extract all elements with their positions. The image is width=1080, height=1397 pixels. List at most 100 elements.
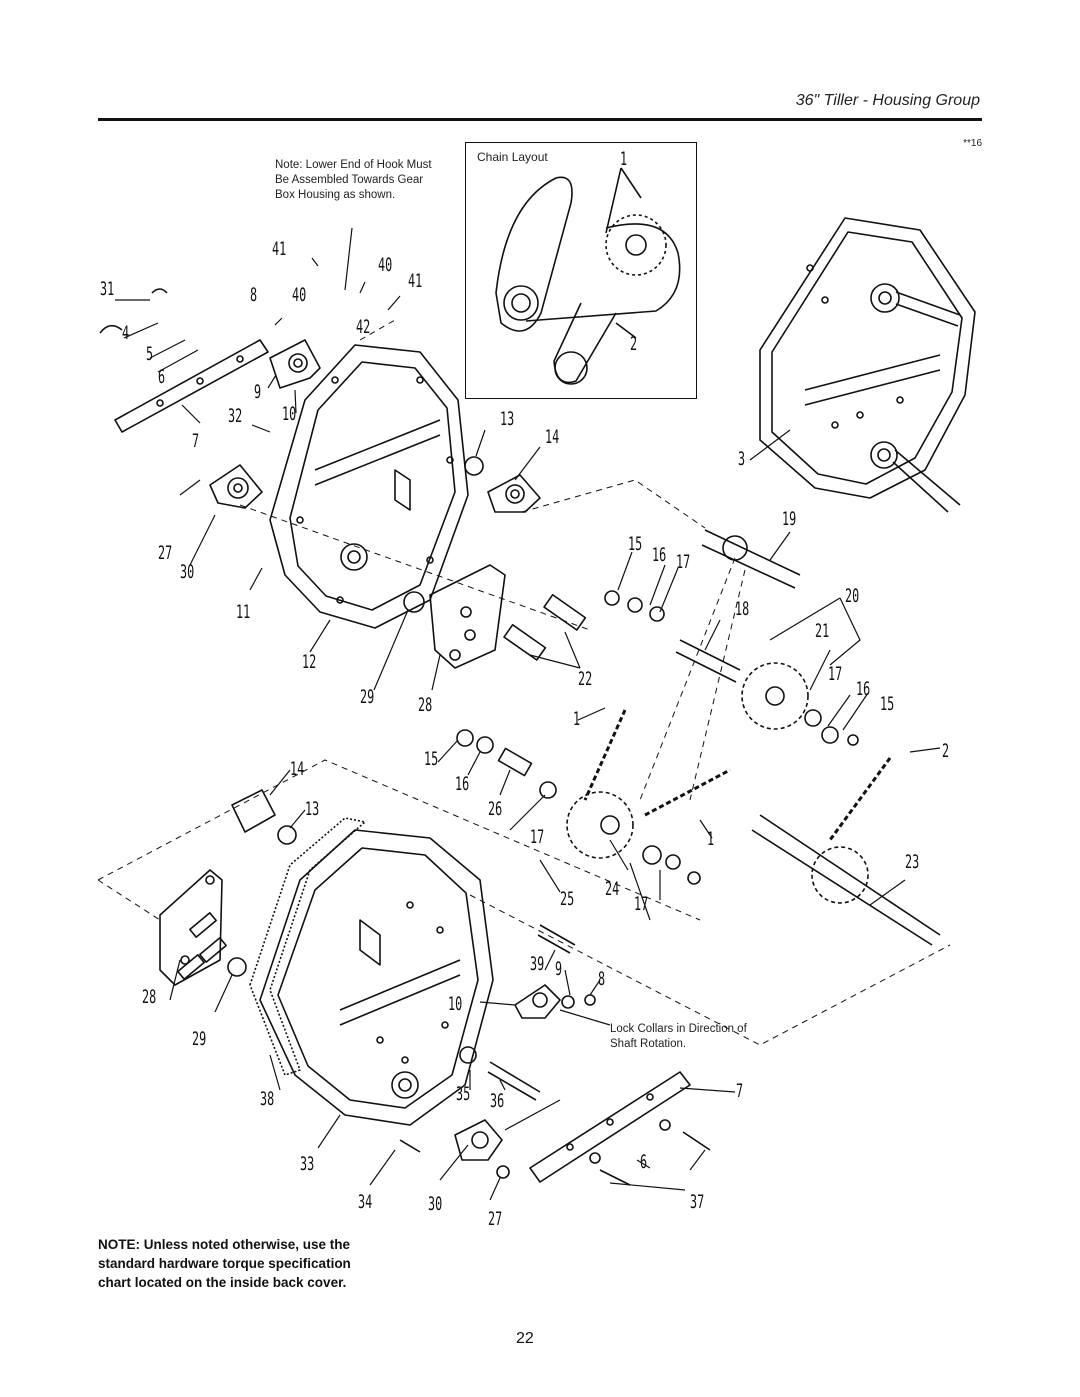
large-sprocket (741, 662, 809, 730)
upper-housing-frame (269, 344, 469, 629)
lock-collars-note: Lock Collars in Direction of Shaft Rotat… (610, 1023, 747, 1050)
callout-25: 25 (560, 888, 575, 910)
callout-23: 23 (905, 851, 920, 873)
callout-chain-box-1: 1 (620, 148, 628, 170)
bearing-flange-upper (269, 339, 321, 389)
callout-19: 19 (782, 508, 797, 530)
callout-28b: 28 (142, 986, 157, 1008)
callout-2a: 2 (942, 740, 950, 762)
leader-lines (115, 227, 941, 1201)
callout-7b: 7 (736, 1080, 744, 1102)
callout-14a: 14 (545, 426, 560, 448)
callout-9a: 9 (254, 381, 262, 403)
callout-38: 38 (260, 1088, 275, 1110)
page-code: **16 (963, 138, 982, 149)
callout-8a: 8 (250, 284, 258, 306)
assembly-guides (97, 319, 951, 1046)
bearing-flange-bottom (399, 1046, 541, 1179)
callout-36: 36 (490, 1090, 505, 1112)
torque-note: NOTE: Unless noted otherwise, use the st… (98, 1237, 351, 1290)
callout-17a: 17 (676, 551, 691, 573)
page-title: 36" Tiller - Housing Group (795, 92, 980, 109)
callout-3: 3 (738, 448, 746, 470)
callout-28a: 28 (418, 694, 433, 716)
callout-17c: 17 (530, 826, 545, 848)
bearing-flange-left (209, 464, 263, 509)
callout-11: 11 (236, 601, 251, 623)
middle-shaft (675, 639, 741, 683)
chain-layout-drawing (495, 167, 681, 385)
callout-1a: 1 (573, 708, 581, 730)
callout-9b: 9 (555, 958, 563, 980)
bottom-right-shaft (751, 814, 941, 946)
spacers-right (604, 590, 859, 746)
callout-15a: 15 (628, 533, 643, 555)
header-rule (98, 118, 982, 121)
callout-22: 22 (578, 668, 593, 690)
callout-14b: 14 (290, 758, 305, 780)
callout-39: 39 (530, 953, 545, 975)
callout-6b: 6 (640, 1151, 648, 1173)
cover-plate-lower (159, 869, 247, 986)
callout-33: 33 (300, 1153, 315, 1175)
callout-34: 34 (358, 1191, 373, 1213)
callout-4: 4 (122, 322, 130, 344)
bearing-flange-lower (514, 924, 596, 1019)
callout-15c: 15 (424, 748, 439, 770)
callout-27b: 27 (488, 1208, 503, 1230)
callout-13a: 13 (500, 408, 515, 430)
spacers-lower (456, 729, 701, 885)
callout-16c: 16 (455, 773, 470, 795)
lower-sprocket (566, 791, 634, 859)
callout-35: 35 (456, 1083, 471, 1105)
bearing-flange-right (464, 456, 541, 513)
callout-20: 20 (845, 585, 860, 607)
lower-housing (259, 829, 494, 1126)
hook-note: Note: Lower End of Hook Must Be Assemble… (275, 159, 432, 201)
gasket (249, 817, 366, 1076)
callout-31: 31 (100, 278, 115, 300)
callout-1b: 1 (707, 828, 715, 850)
callout-37: 37 (690, 1191, 705, 1213)
callout-30b: 30 (428, 1193, 443, 1215)
callout-21: 21 (815, 620, 830, 642)
callout-24: 24 (605, 878, 620, 900)
hook-bracket (99, 288, 269, 433)
chain-layout-inset: Chain Layout (465, 142, 697, 399)
callout-42: 42 (356, 316, 371, 338)
callout-6a: 6 (158, 366, 166, 388)
callout-26: 26 (488, 798, 503, 820)
callout-17b: 17 (828, 663, 843, 685)
hook-bracket-lower (529, 1071, 711, 1186)
bearing-flange-lower-left (231, 789, 297, 845)
callout-chain-box-2: 2 (630, 333, 638, 355)
chain-left (583, 709, 892, 841)
callout-16b: 16 (856, 678, 871, 700)
gear-box-housing (759, 217, 976, 513)
callout-10a: 10 (282, 403, 297, 425)
callout-12: 12 (302, 651, 317, 673)
upper-shaft (701, 529, 801, 589)
cover-plate-upper (403, 564, 587, 669)
callout-27a: 27 (158, 542, 173, 564)
callout-29a: 29 (360, 686, 375, 708)
callout-10b: 10 (448, 993, 463, 1015)
callout-15b: 15 (880, 693, 895, 715)
callout-8b: 8 (598, 968, 606, 990)
callout-41a: 41 (272, 238, 287, 260)
callout-17d: 17 (634, 893, 649, 915)
callout-40a: 40 (378, 254, 393, 276)
callout-40b: 40 (292, 284, 307, 306)
callout-32: 32 (228, 405, 243, 427)
callout-30a: 30 (180, 561, 195, 583)
chain-layout-title: Chain Layout (477, 150, 548, 164)
callout-29b: 29 (192, 1028, 207, 1050)
callout-41b: 41 (408, 270, 423, 292)
callout-16a: 16 (652, 544, 667, 566)
callout-5: 5 (146, 343, 154, 365)
page-number: 22 (516, 1330, 534, 1347)
callout-7a: 7 (192, 430, 200, 452)
callout-18: 18 (735, 598, 750, 620)
callout-13b: 13 (305, 798, 320, 820)
